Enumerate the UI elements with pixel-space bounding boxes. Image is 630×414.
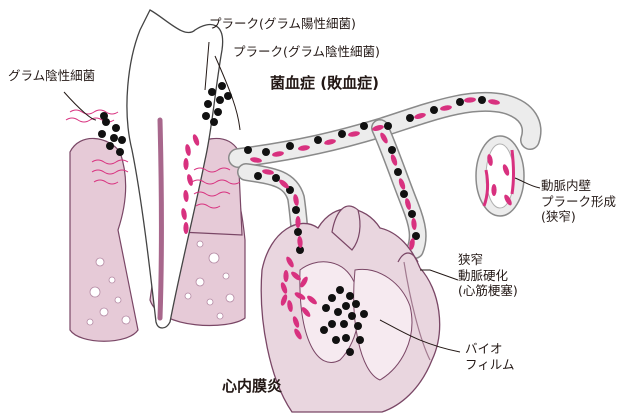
bacterium-coccus: [406, 114, 414, 122]
bacterium-rod: [283, 270, 288, 282]
bacterium-coccus: [394, 168, 402, 176]
bacterium-coccus: [400, 190, 408, 198]
bacterium-coccus: [336, 286, 344, 294]
bacterium-coccus: [262, 148, 270, 156]
bacterium-coccus: [346, 292, 354, 300]
bacterium-coccus: [110, 134, 118, 142]
bacterium-rod: [183, 158, 188, 170]
bacterium-rod: [491, 184, 496, 196]
bacterium-coccus: [478, 96, 486, 104]
bacterium-coccus: [106, 142, 114, 150]
stenosis-label: 狭窄 動脈硬化 (心筋梗塞): [458, 252, 518, 299]
bacterium-coccus: [340, 320, 348, 328]
bacterium-coccus: [348, 312, 356, 320]
bacterium-coccus: [342, 302, 350, 310]
bacterium-coccus: [210, 118, 218, 126]
bacterium-coccus: [384, 122, 392, 130]
bacterium-coccus: [352, 300, 360, 308]
artery-wall-line-1: 動脈内壁: [541, 178, 616, 194]
bacterium-coccus: [116, 148, 124, 156]
bacterium-coccus: [360, 122, 368, 130]
bacterium-coccus: [346, 348, 354, 356]
biofilm-label: バイオ フィルム: [465, 341, 515, 372]
bacterium-coccus: [202, 112, 210, 120]
bacterium-coccus: [216, 96, 224, 104]
plaque-gram-negative-label: プラーク(グラム陰性細菌): [233, 44, 380, 60]
bacterium-rod: [295, 216, 300, 228]
bacterium-coccus: [360, 310, 368, 318]
artery-wall-line-3: (狭窄): [541, 209, 616, 225]
artery-wall-label: 動脈内壁 プラーク形成 (狭窄): [541, 178, 616, 225]
bacterium-coccus: [204, 100, 212, 108]
biofilm-line-2: フィルム: [465, 357, 515, 373]
gram-negative-label: グラム陰性細菌: [8, 68, 95, 84]
bacteremia-label: 菌血症 (敗血症): [270, 74, 379, 93]
bacterium-coccus: [354, 322, 362, 330]
artery-wall-line-2: プラーク形成: [541, 194, 616, 210]
bacterium-coccus: [254, 172, 262, 180]
bacterium-coccus: [320, 326, 328, 334]
bacterium-coccus: [338, 130, 346, 138]
bacterium-coccus: [408, 210, 416, 218]
bacterium-coccus: [224, 92, 232, 100]
stenosis-line-2: 動脈硬化: [458, 268, 518, 284]
bacterium-coccus: [244, 146, 252, 154]
bacterium-coccus: [112, 124, 120, 132]
endocarditis-label: 心内膜炎: [222, 377, 282, 396]
bacterium-coccus: [356, 336, 364, 344]
bacterium-coccus: [328, 294, 336, 302]
bacterium-coccus: [272, 174, 280, 182]
plaque-gram-positive-label: プラーク(グラム陽性細菌): [209, 16, 356, 32]
bacterium-rod: [183, 222, 188, 234]
bacterium-coccus: [328, 320, 336, 328]
bacterium-coccus: [286, 142, 294, 150]
bacterium-coccus: [218, 82, 226, 90]
bacterium-coccus: [388, 146, 396, 154]
stenosis-line-1: 狭窄: [458, 252, 518, 268]
bacterium-coccus: [292, 206, 300, 214]
bacterium-coccus: [322, 304, 330, 312]
bacterium-coccus: [214, 108, 222, 116]
bacterium-coccus: [332, 336, 340, 344]
bacterium-coccus: [334, 308, 342, 316]
bacterium-coccus: [456, 98, 464, 106]
bacterium-coccus: [314, 136, 322, 144]
bacterium-coccus: [100, 112, 108, 120]
biofilm-line-1: バイオ: [465, 341, 515, 357]
bacterium-coccus: [98, 130, 106, 138]
bacterium-coccus: [342, 334, 350, 342]
bacterium-coccus: [294, 228, 302, 236]
stenosis-line-3: (心筋梗塞): [458, 283, 518, 299]
bacterium-coccus: [208, 88, 216, 96]
bacterium-coccus: [430, 106, 438, 114]
bacterium-coccus: [118, 136, 126, 144]
